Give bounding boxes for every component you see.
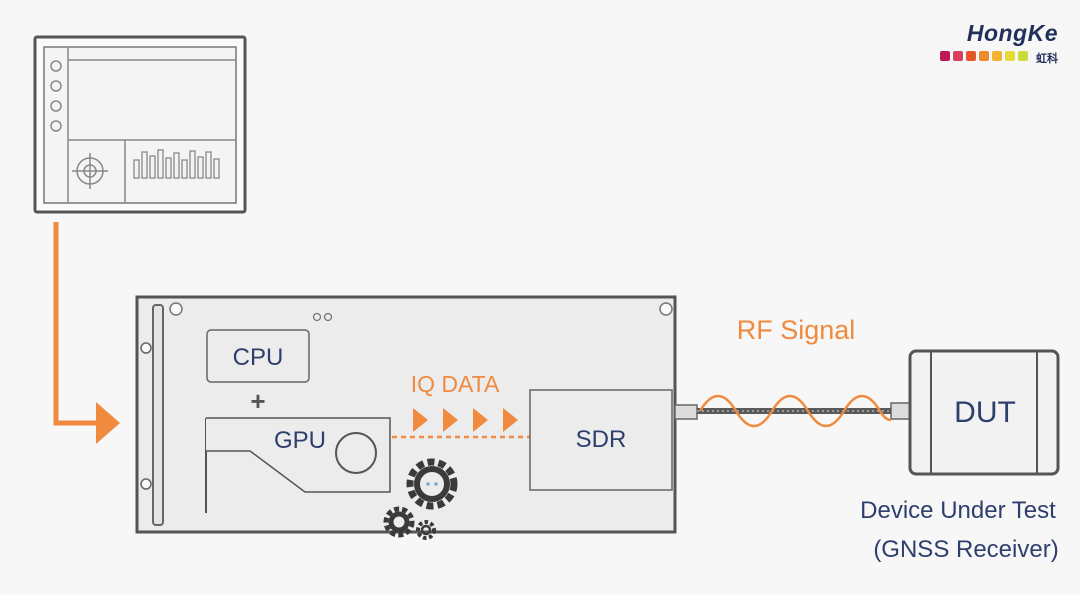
cpu-box: CPU — [206, 329, 310, 383]
dut-caption-line2: (GNSS Receiver) — [873, 536, 1058, 563]
flow-arrow — [53, 222, 120, 444]
brand-dot-0 — [940, 51, 950, 61]
target-icon — [72, 153, 108, 189]
brand-dot-6 — [1018, 51, 1028, 61]
bars-icon — [133, 149, 220, 179]
sdr-label: SDR — [576, 426, 627, 453]
gpu-label: GPU — [274, 427, 326, 454]
rf-signal-label: RF Signal — [737, 315, 856, 345]
brand-sub: 虹科 — [1036, 52, 1058, 65]
brand-name: HongKe — [966, 20, 1058, 46]
workstation-monitor — [33, 35, 247, 214]
brand-dots — [940, 51, 1028, 61]
gpu-card: GPU — [205, 417, 391, 513]
server-chassis — [135, 295, 677, 534]
dut-caption-line1: Device Under Test — [860, 497, 1056, 524]
dut-label: DUT — [954, 396, 1016, 429]
iq-data-flow: IQ DATA — [392, 371, 530, 439]
brand-dot-5 — [1005, 51, 1015, 61]
sdr-box: SDR — [529, 389, 673, 491]
cpu-label: CPU — [233, 344, 284, 371]
brand-dot-1 — [953, 51, 963, 61]
gears-icon — [383, 458, 458, 540]
rf-wave — [698, 394, 892, 428]
brand-dot-3 — [979, 51, 989, 61]
rf-cable — [674, 394, 912, 428]
iq-data-label: IQ DATA — [411, 371, 500, 397]
brand-dot-2 — [966, 51, 976, 61]
brand-dot-4 — [992, 51, 1002, 61]
dut-device: DUT — [908, 349, 1060, 476]
brand-logo: HongKe 虹科 — [918, 20, 1058, 70]
plus-sign: + — [250, 386, 265, 416]
sidebar-circles — [50, 60, 62, 132]
